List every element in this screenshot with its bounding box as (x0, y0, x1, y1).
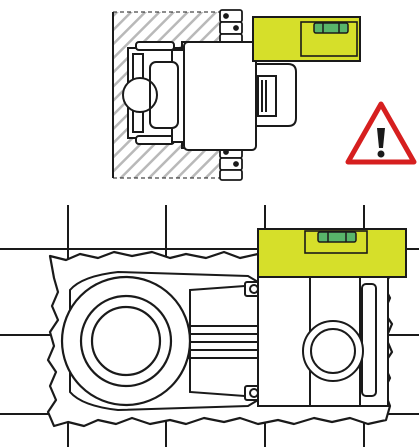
warning-exclamation-icon (345, 101, 417, 165)
anchor-blocks-bottom (219, 145, 243, 181)
gear-housing (257, 275, 389, 407)
drive-pulley (60, 275, 192, 407)
shaft-housing (255, 63, 297, 127)
top-panel (112, 9, 417, 181)
anchor-blocks-top (219, 9, 243, 45)
spirit-level-bottom (257, 228, 407, 278)
bottom-panel (0, 205, 419, 447)
spirit-level-top (252, 16, 361, 62)
